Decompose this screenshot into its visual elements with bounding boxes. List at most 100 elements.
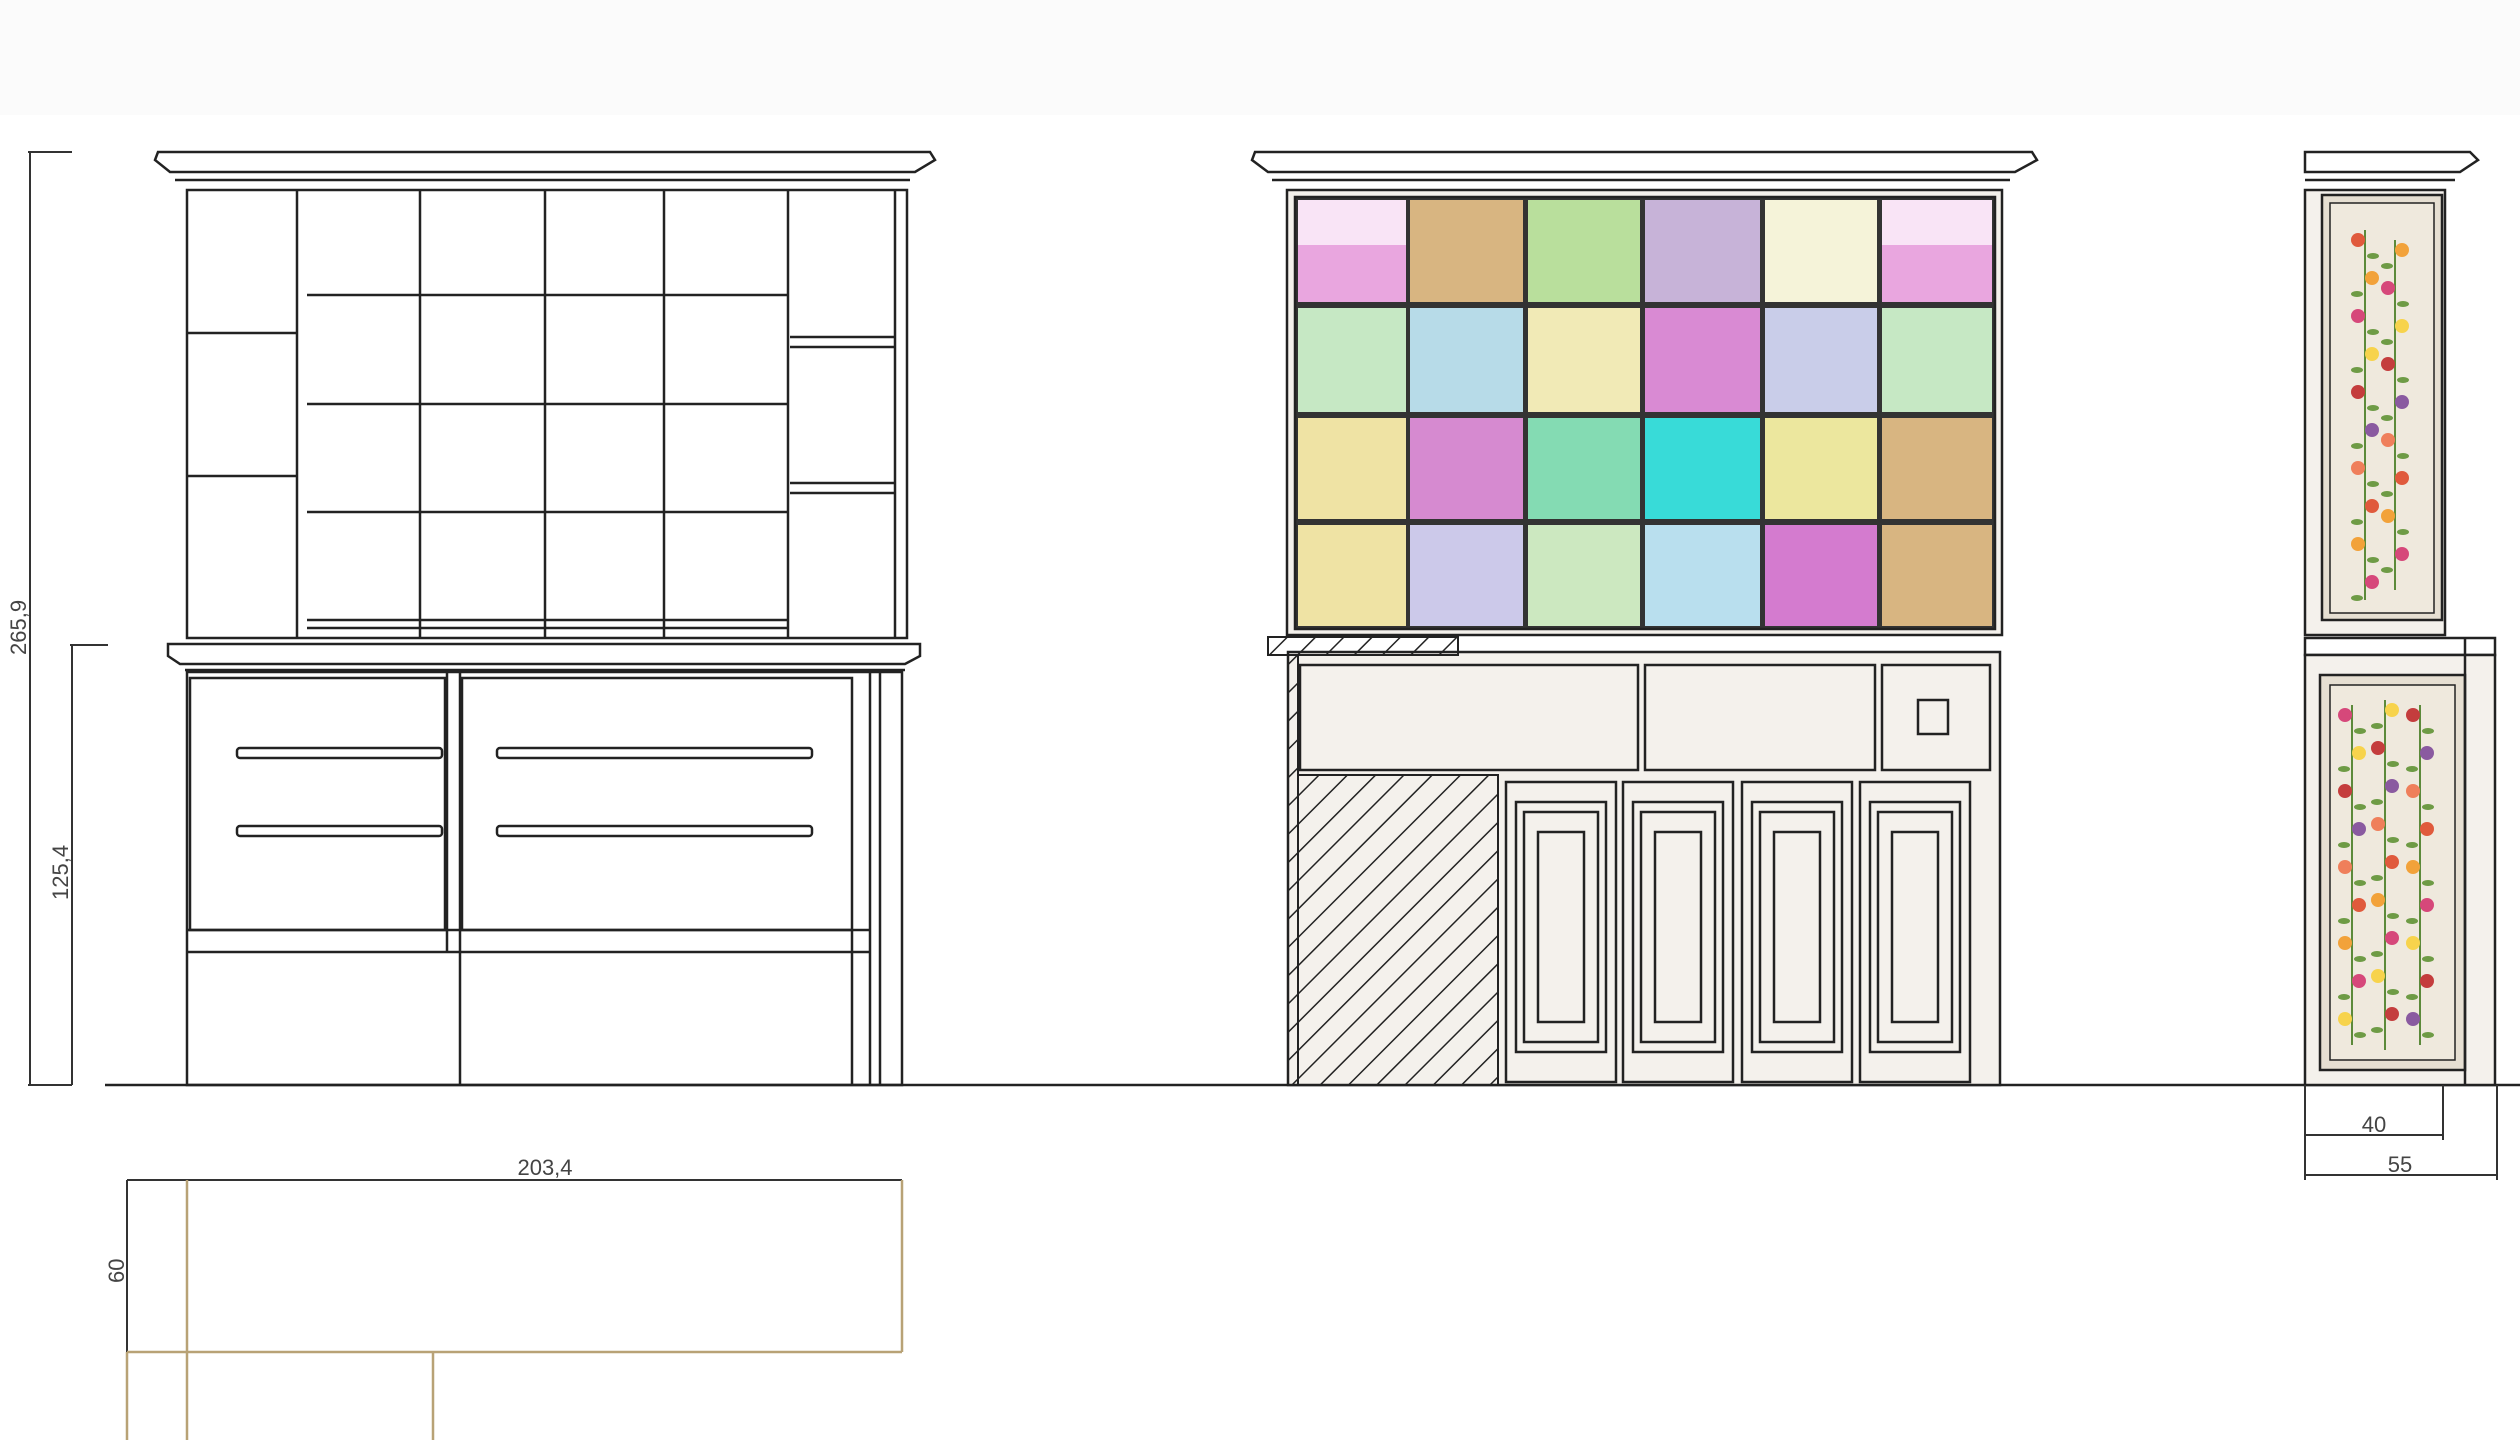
flower-leaf — [2406, 994, 2418, 1000]
flower-blossom — [2351, 537, 2365, 551]
side-depth-inner-label: 40 — [2362, 1112, 2386, 1137]
top-band — [0, 0, 2520, 115]
flower-blossom — [2406, 936, 2420, 950]
flower-leaf — [2387, 913, 2399, 919]
cabinet-door — [1740, 780, 1854, 1084]
flower-leaf — [2422, 956, 2434, 962]
color-tile — [1528, 525, 1640, 626]
color-tile — [1882, 418, 1992, 519]
countertop-hatch — [1267, 636, 1459, 656]
appliance-hatch-area — [1297, 774, 1499, 1086]
flower-leaf — [2387, 761, 2399, 767]
flower-blossom — [2381, 357, 2395, 371]
flower-leaf — [2381, 415, 2393, 421]
flower-leaf — [2367, 405, 2379, 411]
flower-leaf — [2406, 842, 2418, 848]
flower-leaf — [2422, 804, 2434, 810]
center-drawer-2 — [1643, 663, 1877, 772]
color-tile — [1298, 525, 1406, 626]
width-label: 203,4 — [517, 1155, 572, 1180]
flower-leaf — [2354, 804, 2366, 810]
left-countertop — [166, 642, 922, 666]
color-tile — [1645, 308, 1760, 412]
flower-blossom — [2395, 395, 2409, 409]
flower-leaf — [2422, 728, 2434, 734]
flower-leaf — [2367, 253, 2379, 259]
flower-blossom — [2406, 860, 2420, 874]
flower-leaf — [2367, 481, 2379, 487]
flower-leaf — [2422, 1032, 2434, 1038]
center-drawer-1 — [1298, 663, 1640, 772]
flower-leaf — [2351, 443, 2363, 449]
tile-fade — [1298, 200, 1406, 245]
flower-leaf — [2397, 529, 2409, 535]
flower-leaf — [2397, 377, 2409, 383]
left-drawer-2 — [460, 676, 854, 932]
flower-blossom — [2420, 822, 2434, 836]
flower-leaf — [2422, 880, 2434, 886]
flower-blossom — [2371, 817, 2385, 831]
door-frame — [1868, 800, 1962, 1054]
left-cabinet-elevation — [153, 150, 937, 1087]
color-tile — [1298, 308, 1406, 412]
flower-blossom — [2420, 746, 2434, 760]
color-tile — [1410, 200, 1523, 302]
flower-leaf — [2338, 766, 2350, 772]
flower-leaf — [2387, 837, 2399, 843]
door-frame-inner — [1522, 810, 1600, 1044]
flower-blossom — [2381, 433, 2395, 447]
plan-depth-label: 60 — [104, 1259, 129, 1283]
flower-leaf — [2338, 918, 2350, 924]
flower-leaf — [2371, 1027, 2383, 1033]
color-tile — [1645, 525, 1760, 626]
flower-blossom — [2406, 1012, 2420, 1026]
color-tile — [1410, 525, 1523, 626]
flower-leaf — [2371, 723, 2383, 729]
door-panel — [1536, 830, 1586, 1024]
cabinet-door — [1858, 780, 1972, 1084]
flower-leaf — [2381, 263, 2393, 269]
left-handle-3 — [495, 746, 814, 760]
door-frame-inner — [1639, 810, 1717, 1044]
flower-leaf — [2387, 989, 2399, 995]
door-panel — [1772, 830, 1822, 1024]
left-handle-4 — [495, 824, 814, 838]
flower-leaf — [2371, 875, 2383, 881]
flower-leaf — [2397, 453, 2409, 459]
flower-blossom — [2338, 936, 2352, 950]
color-tile — [1410, 308, 1523, 412]
flower-blossom — [2351, 233, 2365, 247]
color-tile — [1882, 525, 1992, 626]
flower-blossom — [2395, 547, 2409, 561]
left-drawer-1 — [188, 676, 447, 932]
flower-blossom — [2352, 746, 2366, 760]
color-tile — [1528, 308, 1640, 412]
center-cabinet-elevation — [1250, 150, 2039, 1087]
flower-blossom — [2420, 898, 2434, 912]
door-frame-inner — [1876, 810, 1954, 1044]
flower-blossom — [2351, 461, 2365, 475]
flower-leaf — [2406, 766, 2418, 772]
flower-leaf — [2367, 557, 2379, 563]
color-tile — [1410, 418, 1523, 519]
flower-blossom — [2352, 822, 2366, 836]
flower-blossom — [2385, 1007, 2399, 1021]
flower-blossom — [2371, 969, 2385, 983]
center-cornice — [1250, 150, 2039, 174]
flower-blossom — [2365, 499, 2379, 513]
flower-blossom — [2338, 1012, 2352, 1026]
flower-leaf — [2367, 329, 2379, 335]
flower-leaf — [2371, 799, 2383, 805]
flower-blossom — [2351, 385, 2365, 399]
flower-blossom — [2352, 974, 2366, 988]
flower-leaf — [2338, 842, 2350, 848]
flower-blossom — [2385, 931, 2399, 945]
flower-leaf — [2351, 291, 2363, 297]
door-frame — [1631, 800, 1725, 1054]
flower-leaf — [2406, 918, 2418, 924]
total-height-label: 265,9 — [6, 600, 31, 655]
color-tile — [1298, 418, 1406, 519]
flower-blossom — [2371, 893, 2385, 907]
flower-blossom — [2395, 471, 2409, 485]
floral-panel-decoration — [2338, 230, 2434, 1050]
